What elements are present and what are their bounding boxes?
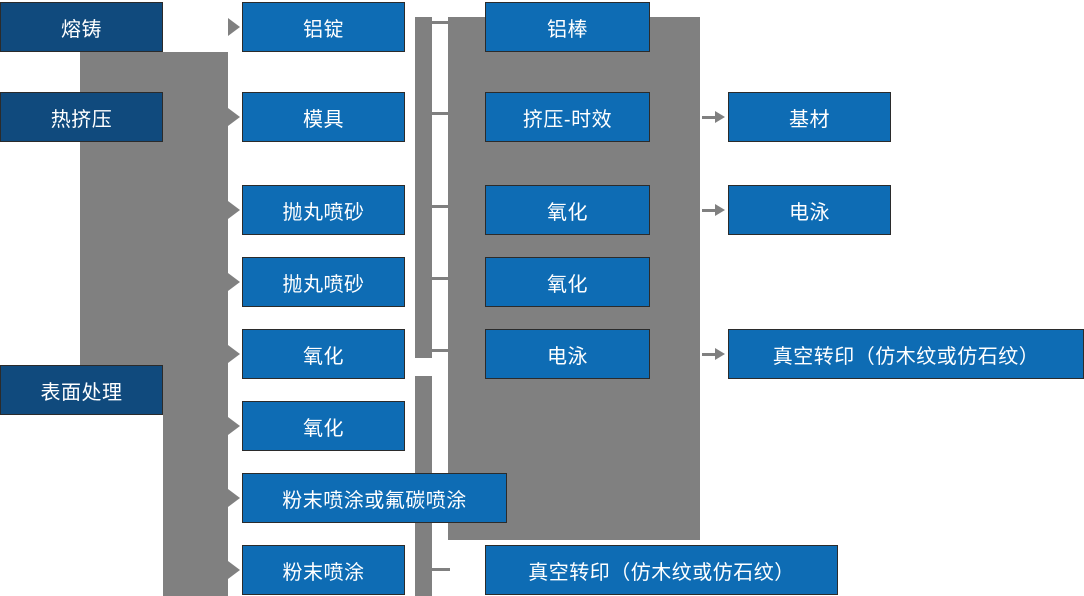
- node-label: 挤压-时效: [522, 108, 613, 131]
- node-proc-bar[interactable]: 铝棒: [485, 2, 650, 52]
- arrow-to-mat-oxidation-2: [228, 417, 240, 435]
- node-label: 熔铸: [61, 18, 102, 41]
- node-label: 电泳: [789, 201, 830, 224]
- arrow-to-mat-shotblast-2: [228, 273, 240, 291]
- arrow-to-out-substrate: [702, 111, 725, 123]
- node-label: 氧化: [303, 345, 344, 368]
- arrow-to-mat-oxidation-1: [228, 345, 240, 363]
- connector-tie-2: [430, 112, 450, 115]
- node-label: 铝锭: [303, 18, 344, 41]
- node-label: 氧化: [547, 273, 588, 296]
- node-label: 抛丸喷砂: [282, 273, 365, 296]
- connector-tie-6: [430, 568, 450, 571]
- connector-stub-surface: [163, 388, 185, 391]
- node-label: 热挤压: [50, 108, 113, 131]
- arrow-to-out-edp: [702, 204, 725, 216]
- node-proc-oxidation-1[interactable]: 氧化: [485, 185, 650, 235]
- node-label: 抛丸喷砂: [282, 201, 365, 224]
- node-mat-shotblast-1[interactable]: 抛丸喷砂: [242, 185, 405, 235]
- node-label: 基材: [789, 108, 830, 131]
- node-label: 模具: [303, 108, 344, 131]
- node-stage-melting[interactable]: 熔铸: [0, 2, 163, 52]
- node-out-vacuum[interactable]: 真空转印（仿木纹或仿石纹）: [728, 329, 1084, 379]
- node-mat-shotblast-2[interactable]: 抛丸喷砂: [242, 257, 405, 307]
- node-mat-die[interactable]: 模具: [242, 92, 405, 142]
- arrow-to-mat-powder: [228, 561, 240, 579]
- node-label: 氧化: [303, 417, 344, 440]
- node-mat-ingot[interactable]: 铝锭: [242, 2, 405, 52]
- node-label: 电泳: [547, 345, 588, 368]
- arrow-to-mat-ingot: [228, 18, 240, 36]
- node-label: 铝棒: [547, 18, 588, 41]
- node-mat-powder-fluoro[interactable]: 粉末喷涂或氟碳喷涂: [242, 473, 507, 523]
- node-label: 粉末喷涂或氟碳喷涂: [282, 489, 467, 512]
- node-label: 真空转印（仿木纹或仿石纹）: [528, 561, 795, 584]
- connector-rail-upper: [415, 17, 432, 358]
- node-stage-extrusion[interactable]: 热挤压: [0, 92, 163, 142]
- arrow-to-out-vacuum: [702, 348, 725, 360]
- arrow-to-mat-shotblast-1: [228, 201, 240, 219]
- node-out-edp[interactable]: 电泳: [728, 185, 891, 235]
- node-stage-surface[interactable]: 表面处理: [0, 365, 163, 415]
- connector-band-stage-lower: [163, 365, 228, 596]
- connector-tie-4: [430, 277, 450, 280]
- node-mat-oxidation-1[interactable]: 氧化: [242, 329, 405, 379]
- node-proc-edp[interactable]: 电泳: [485, 329, 650, 379]
- node-proc-vacuum[interactable]: 真空转印（仿木纹或仿石纹）: [485, 545, 838, 595]
- connector-tie-5: [430, 349, 450, 352]
- node-proc-extrusion[interactable]: 挤压-时效: [485, 92, 650, 142]
- connector-tie-3: [430, 205, 450, 208]
- node-label: 真空转印（仿木纹或仿石纹）: [772, 345, 1040, 368]
- node-mat-powder[interactable]: 粉末喷涂: [242, 545, 405, 595]
- node-label: 氧化: [547, 201, 588, 224]
- node-label: 表面处理: [40, 381, 123, 404]
- node-proc-oxidation-2[interactable]: 氧化: [485, 257, 650, 307]
- node-out-substrate[interactable]: 基材: [728, 92, 891, 142]
- connector-tie-1: [430, 21, 450, 24]
- arrow-to-mat-powder-fluoro: [228, 489, 240, 507]
- arrow-to-mat-die: [228, 108, 240, 126]
- node-mat-oxidation-2[interactable]: 氧化: [242, 401, 405, 451]
- node-label: 粉末喷涂: [282, 561, 365, 584]
